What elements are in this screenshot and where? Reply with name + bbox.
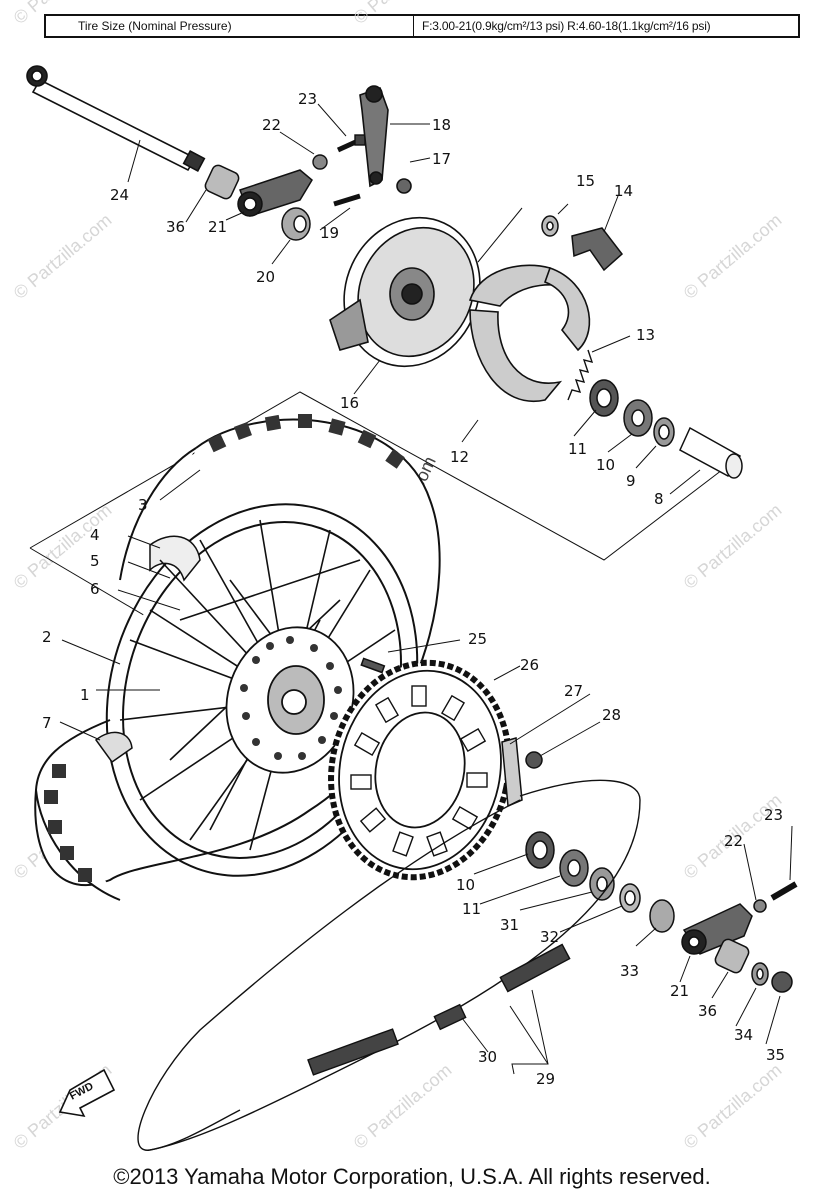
watermark: © Partzilla.com — [680, 1060, 786, 1153]
callout-10: 10 — [596, 456, 615, 474]
callout-12: 12 — [450, 448, 469, 466]
callout-24: 24 — [110, 186, 129, 204]
tire-tread — [44, 414, 405, 882]
callout-33: 33 — [620, 962, 639, 980]
callout-11-left: 11 — [462, 900, 481, 918]
callout-1: 1 — [80, 686, 90, 704]
callout-3: 3 — [138, 496, 148, 514]
callout-11: 11 — [568, 440, 587, 458]
callout-5: 5 — [90, 552, 100, 570]
callout-2: 2 — [42, 628, 52, 646]
callout-36-left: 36 — [698, 1002, 717, 1020]
watermark: © Partzilla.com — [10, 500, 116, 593]
chain-links — [307, 943, 571, 1076]
sprocket-stud — [360, 657, 386, 674]
callout-21-left: 21 — [670, 982, 689, 1000]
callout-32: 32 — [540, 928, 559, 946]
callout-7: 7 — [42, 714, 52, 732]
sprocket-lock-washer-nut — [501, 737, 543, 808]
callout-17: 17 — [432, 150, 451, 168]
torque-arm — [333, 85, 412, 207]
watermark: © Partzilla.com — [10, 0, 116, 28]
callout-22-left: 22 — [724, 832, 743, 850]
callout-27: 27 — [564, 682, 583, 700]
callout-19: 19 — [320, 224, 339, 242]
watermark: © Partzilla.com — [350, 0, 456, 28]
callout-18: 18 — [432, 116, 451, 134]
callout-21: 21 — [208, 218, 227, 236]
watermark: © Partzilla.com — [10, 210, 116, 303]
hub-bearings-right — [589, 379, 743, 479]
leader-lines — [59, 103, 793, 1075]
callout-8: 8 — [654, 490, 664, 508]
axle-spacer-upper — [204, 164, 313, 217]
callout-14: 14 — [614, 182, 633, 200]
callout-30: 30 — [478, 1048, 497, 1066]
callout-22: 22 — [262, 116, 281, 134]
adjuster-nut-bolt-upper — [312, 134, 366, 170]
callout-6: 6 — [90, 580, 100, 598]
callout-36: 36 — [166, 218, 185, 236]
brake-spring — [567, 349, 594, 401]
watermark: © Partzilla.com — [680, 500, 786, 593]
watermark: © Partzilla.com — [680, 210, 786, 303]
callouts: 24 36 21 20 22 23 18 17 19 16 15 14 13 1… — [42, 90, 785, 1088]
rear-hub — [225, 626, 355, 774]
callout-9: 9 — [626, 472, 636, 490]
callout-31: 31 — [500, 916, 519, 934]
drive-chain — [137, 779, 641, 1151]
callout-4: 4 — [90, 526, 100, 544]
callout-16: 16 — [340, 394, 359, 412]
axle-hardware-left — [649, 881, 798, 993]
collar — [281, 207, 311, 241]
brake-shoes — [468, 264, 591, 403]
tire-size-value: F:3.00-21(0.9kg/cm²/13 psi) R:4.60-18(1.… — [422, 19, 711, 33]
callout-34: 34 — [734, 1026, 753, 1044]
callout-13: 13 — [636, 326, 655, 344]
callout-23: 23 — [298, 90, 317, 108]
callout-26: 26 — [520, 656, 539, 674]
callout-15: 15 — [576, 172, 595, 190]
callout-23-left: 23 — [764, 806, 783, 824]
tire-size-label: Tire Size (Nominal Pressure) — [46, 16, 414, 36]
callout-20: 20 — [256, 268, 275, 286]
watermark: © Partzilla.com — [350, 1060, 456, 1153]
callout-29: 29 — [536, 1070, 555, 1088]
tire-size-spec-bar: Tire Size (Nominal Pressure) F:3.00-21(0… — [44, 14, 800, 38]
callout-10-left: 10 — [456, 876, 475, 894]
callout-35: 35 — [766, 1046, 785, 1064]
hub-bearings-left — [525, 831, 641, 913]
copyright-notice: ©2013 Yamaha Motor Corporation, U.S.A. A… — [113, 1164, 711, 1189]
cam-and-washer — [541, 215, 624, 272]
axle — [26, 65, 206, 173]
brake-shoe-plate — [329, 216, 481, 368]
callout-25: 25 — [468, 630, 487, 648]
callout-28: 28 — [602, 706, 621, 724]
tube-and-band — [94, 535, 201, 764]
